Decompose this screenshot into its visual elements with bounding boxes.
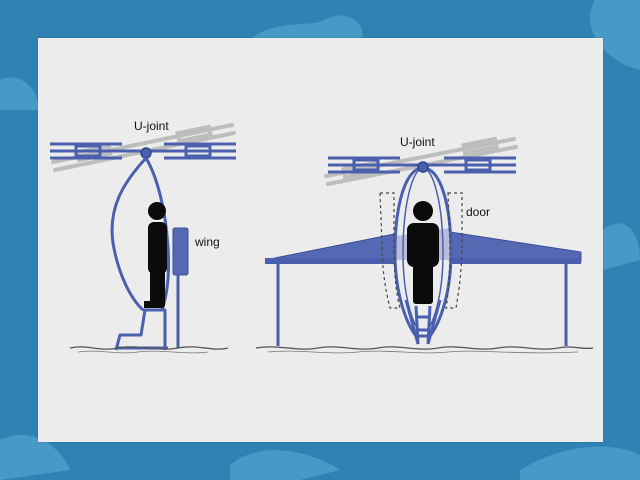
u-joint-left-icon xyxy=(140,147,152,159)
rotor-right xyxy=(328,156,516,174)
u-joint-label-left: U-joint xyxy=(134,119,169,133)
pilot-right-icon xyxy=(407,201,439,304)
cloud-shape xyxy=(250,15,363,40)
pilot-left-icon xyxy=(144,202,167,308)
doors xyxy=(379,192,463,309)
wing-left xyxy=(172,227,189,276)
cabin-frame-left xyxy=(110,156,180,351)
ground-right xyxy=(255,346,594,350)
door-label: door xyxy=(466,205,490,219)
u-joint-right-icon xyxy=(417,161,429,173)
cloud-shape xyxy=(603,223,640,270)
wing-legs xyxy=(276,263,568,346)
slide-panel: U-joint wing xyxy=(38,38,603,442)
cloud-shape xyxy=(520,446,640,480)
ladder xyxy=(404,299,442,345)
vehicle-diagram: U-joint wing xyxy=(50,119,594,354)
ground-left xyxy=(69,346,229,350)
wing-label: wing xyxy=(194,235,220,249)
cloud-shape xyxy=(590,0,640,70)
cloud-shape xyxy=(0,434,70,480)
side-view: U-joint wing xyxy=(50,119,236,354)
u-joint-label-right: U-joint xyxy=(400,135,435,149)
cloud-shape xyxy=(230,450,340,480)
rotor-left xyxy=(50,142,236,160)
cloud-shape xyxy=(0,77,39,110)
door-left-outline xyxy=(379,192,401,309)
front-view: U-joint door xyxy=(255,135,594,354)
